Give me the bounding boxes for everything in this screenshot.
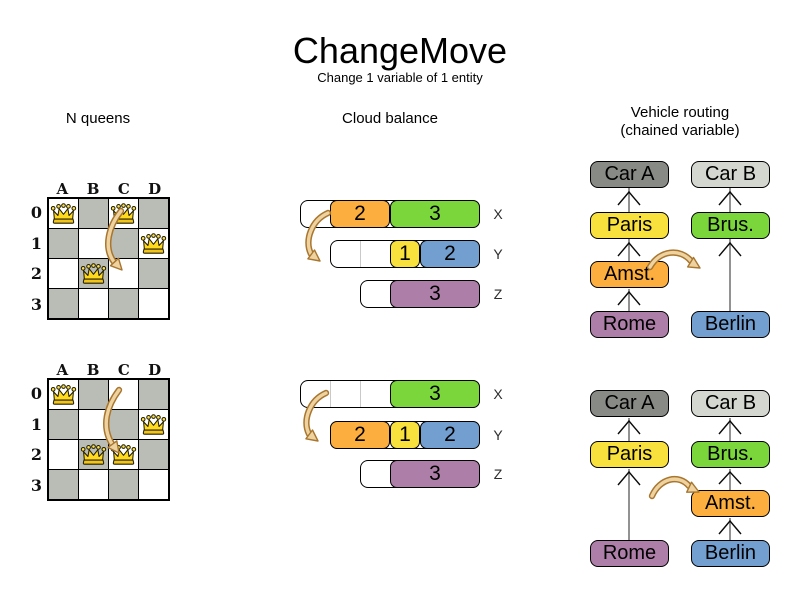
queen-icon (140, 233, 167, 254)
capacity-tick (360, 381, 361, 407)
computer-label-x: X (493, 206, 503, 222)
board-cell (79, 199, 108, 228)
chain-arrow-paris-carA (617, 418, 641, 441)
chain-arrow-paris-carA (617, 188, 641, 212)
board-cell (49, 259, 78, 288)
queen-icon (80, 263, 107, 284)
queen-icon (80, 444, 107, 465)
computer-label-z: Z (493, 286, 503, 302)
board-cell (109, 410, 138, 439)
board-cell (109, 199, 138, 228)
computer-label-y: Y (493, 246, 503, 262)
cloud-header: Cloud balance (342, 110, 438, 127)
board-cell (139, 470, 168, 499)
board-cell (49, 199, 78, 228)
vehicle-box-amst: Amst. (590, 261, 669, 288)
board-cell (49, 440, 78, 469)
nqueens-header: N queens (65, 110, 131, 127)
chain-arrow-amst-paris (617, 239, 641, 261)
board-cell (49, 410, 78, 439)
board-cell (79, 259, 108, 288)
process-block: 1 (390, 240, 420, 268)
board-cell (139, 289, 168, 318)
computer-label-x: X (493, 386, 503, 402)
vehicle-box-paris: Paris (590, 441, 669, 468)
process-block: 3 (390, 280, 480, 308)
board-cell (49, 289, 78, 318)
board-cell (139, 199, 168, 228)
page-title: ChangeMove (292, 30, 508, 71)
board-cell (79, 410, 108, 439)
vehicle-box-rome: Rome (590, 540, 669, 567)
vehicle-box-car-a: Car A (590, 161, 669, 188)
process-block: 1 (390, 421, 420, 449)
vehicle-header-line1: Vehicle routing (630, 104, 730, 121)
board-cell (49, 380, 78, 409)
vehicle-header-line2: (chained variable) (620, 122, 740, 139)
vehicle-box-berlin: Berlin (691, 540, 770, 567)
chain-arrow-amst-brus (718, 469, 742, 490)
queen-icon (50, 384, 77, 405)
chain-arrow-berlin-brus (718, 239, 742, 311)
board-cell (49, 470, 78, 499)
board-cell (139, 380, 168, 409)
chain-arrow-brus-carB (718, 418, 742, 441)
process-block: 3 (390, 200, 480, 228)
chain-arrow-brus-carB (718, 188, 742, 212)
board-cell (139, 410, 168, 439)
queen-icon (140, 414, 167, 435)
vehicle-box-brus: Brus. (691, 212, 770, 239)
chessboard-after (47, 378, 170, 501)
process-block: 2 (330, 200, 390, 228)
process-block: 2 (420, 421, 480, 449)
process-block: 3 (390, 380, 480, 408)
chessboard-before (47, 197, 170, 320)
capacity-tick (360, 241, 361, 267)
board-cell (79, 470, 108, 499)
queen-icon (50, 203, 77, 224)
board-cell (79, 289, 108, 318)
board-cell (109, 440, 138, 469)
vehicle-box-car-b: Car B (691, 161, 770, 188)
vehicle-box-car-b: Car B (691, 390, 770, 417)
board-cell (109, 289, 138, 318)
board-cell (79, 440, 108, 469)
queen-icon (110, 444, 137, 465)
vehicle-box-rome: Rome (590, 311, 669, 338)
process-block: 2 (330, 421, 390, 449)
chain-arrow-berlin-amst (718, 518, 742, 540)
board-cell (49, 229, 78, 258)
process-block: 2 (420, 240, 480, 268)
board-cell (109, 229, 138, 258)
page-subtitle: Change 1 variable of 1 entity (317, 70, 483, 85)
board-cell (139, 440, 168, 469)
vehicle-box-amst: Amst. (691, 490, 770, 517)
vehicle-box-paris: Paris (590, 212, 669, 239)
vehicle-box-brus: Brus. (691, 441, 770, 468)
capacity-tick (330, 381, 331, 407)
board-cell (139, 259, 168, 288)
board-cell (79, 380, 108, 409)
board-cell (79, 229, 108, 258)
queen-icon (110, 203, 137, 224)
computer-label-y: Y (493, 427, 503, 443)
chain-arrow-rome-amst (617, 289, 641, 311)
computer-label-z: Z (493, 466, 503, 482)
process-block: 3 (390, 460, 480, 488)
chain-arrow-rome-paris (617, 469, 641, 540)
vehicle-box-berlin: Berlin (691, 311, 770, 338)
board-cell (109, 259, 138, 288)
board-cell (109, 380, 138, 409)
vehicle-box-car-a: Car A (590, 390, 669, 417)
board-cell (109, 470, 138, 499)
board-cell (139, 229, 168, 258)
